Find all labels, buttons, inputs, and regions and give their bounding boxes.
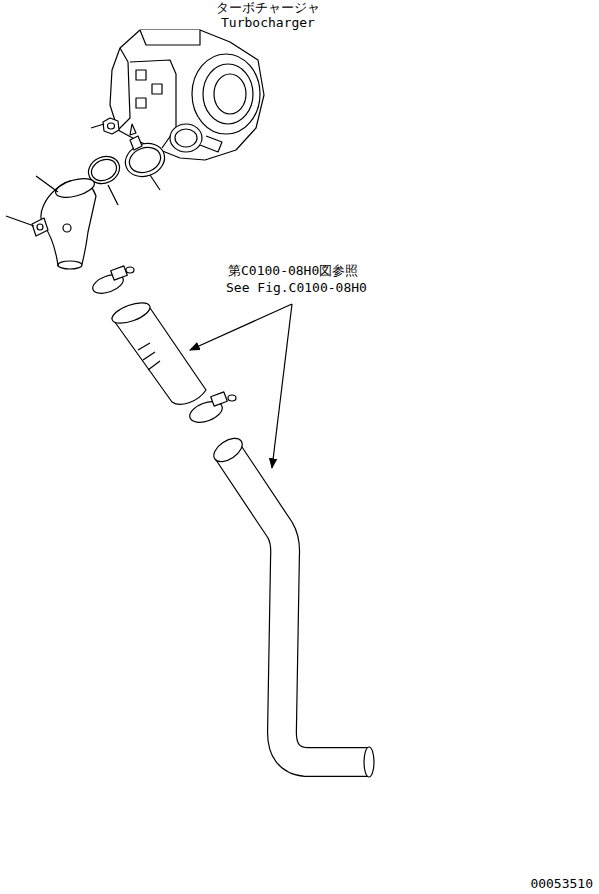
v-clamp [121,136,170,182]
turbocharger [110,30,264,160]
reference-leaders [190,304,292,468]
drawing-number: 00053510 [530,876,593,892]
elbow [32,175,96,269]
nut [103,118,119,134]
part-name: ターボチャージャ [216,0,320,16]
gasket-tab [130,124,136,135]
part-name: Turbocharger [221,15,315,31]
reference-note: See Fig.C0100-08H0 [226,280,367,296]
pipe [210,434,374,777]
hose-clamp [187,392,236,426]
reference-note: 第C0100-08H0図参照 [228,263,358,279]
hose [109,299,206,405]
hose-clamp [90,266,134,297]
leader-lines [6,124,160,226]
